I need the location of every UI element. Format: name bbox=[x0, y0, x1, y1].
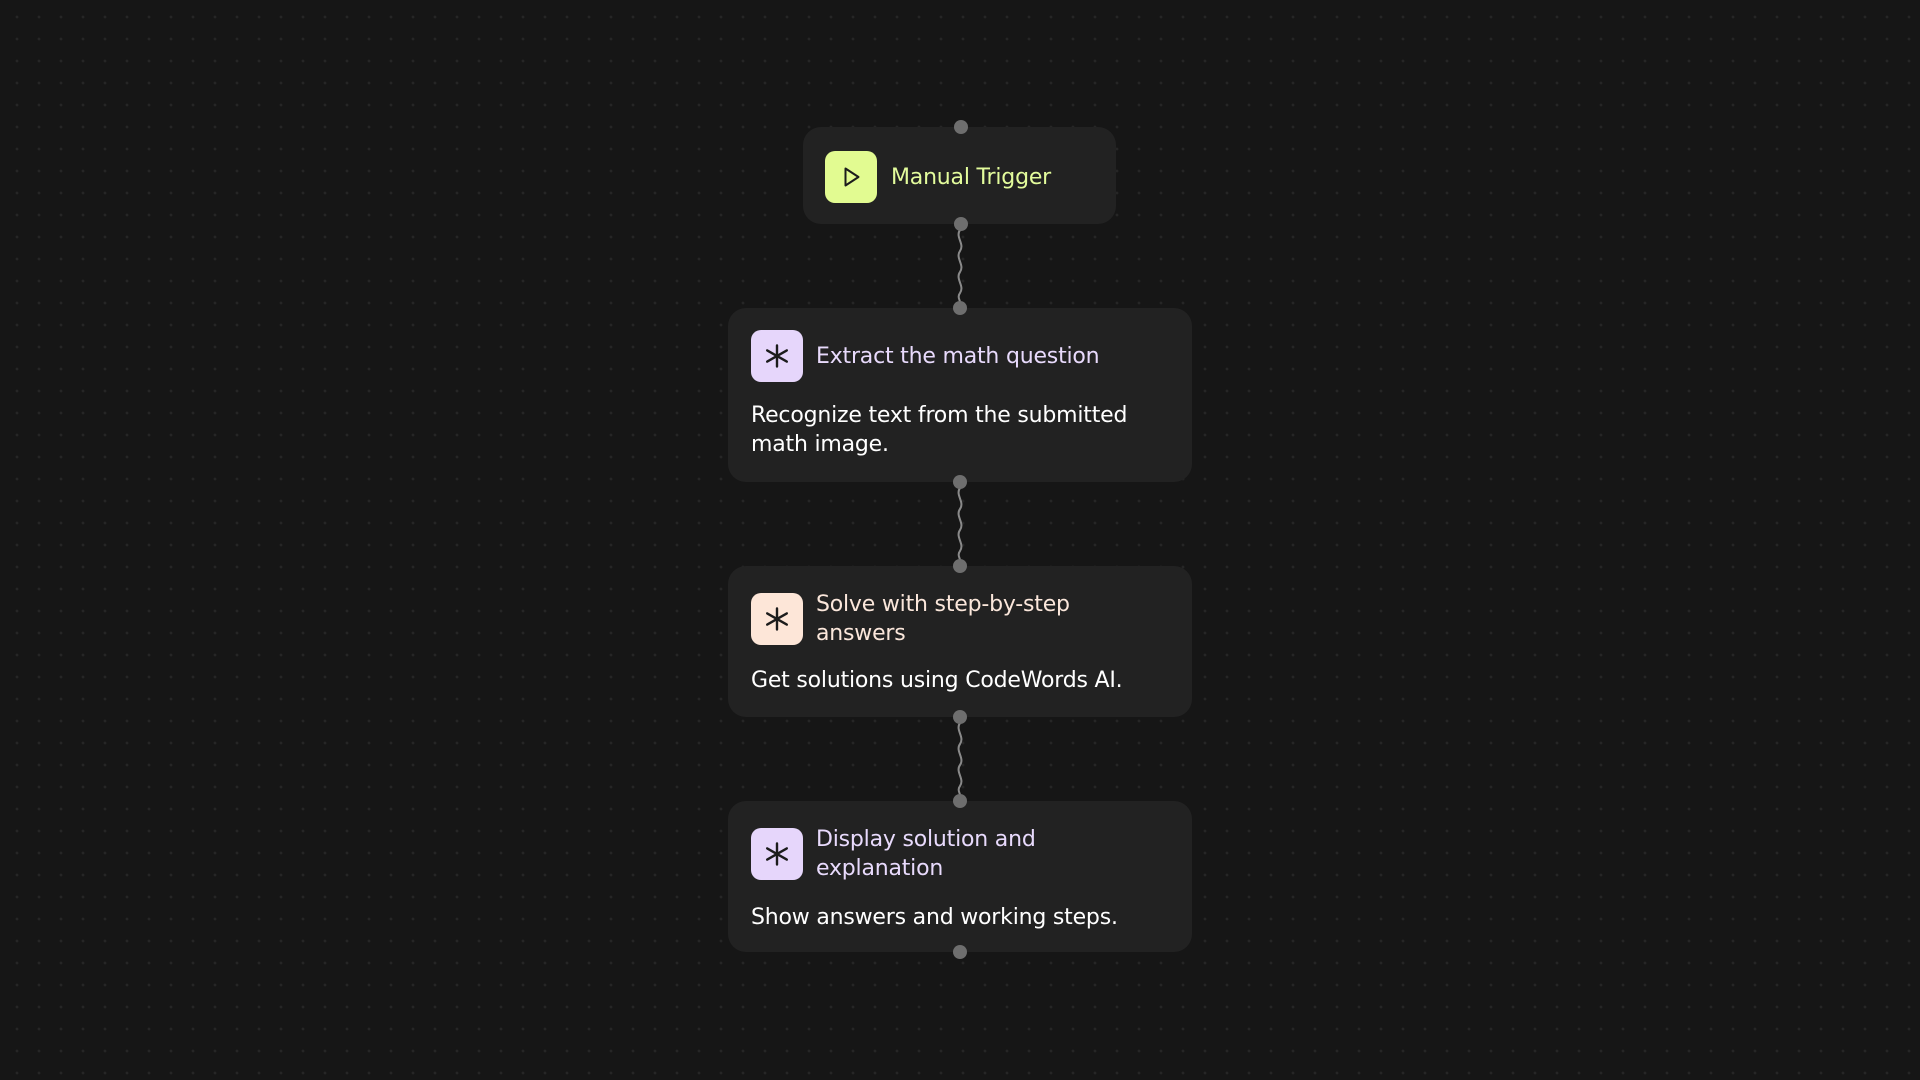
node-title: Display solution and explanation bbox=[816, 827, 1036, 881]
node-header: Solve with step-by-step answers bbox=[751, 590, 1172, 648]
node-description: Recognize text from the submitted math i… bbox=[751, 403, 1128, 457]
node-description: Get solutions using CodeWords AI. bbox=[751, 668, 1123, 693]
node-description: Show answers and working steps. bbox=[751, 905, 1118, 930]
output-port[interactable] bbox=[953, 475, 967, 489]
node-title: Manual Trigger bbox=[891, 164, 1052, 190]
asterisk-icon bbox=[751, 593, 803, 645]
connector-edge[interactable] bbox=[953, 719, 967, 799]
node-display-solution[interactable]: Display solution and explanation Show an… bbox=[728, 801, 1192, 952]
output-port[interactable] bbox=[954, 217, 968, 231]
node-header: Manual Trigger bbox=[825, 151, 1116, 203]
node-header: Display solution and explanation bbox=[751, 825, 1172, 883]
play-icon bbox=[825, 151, 877, 203]
node-solve-step-by-step[interactable]: Solve with step-by-step answers Get solu… bbox=[728, 566, 1192, 717]
node-manual-trigger[interactable]: Manual Trigger bbox=[803, 127, 1116, 224]
connector-edge[interactable] bbox=[953, 226, 967, 306]
node-extract-math-question[interactable]: Extract the math question Recognize text… bbox=[728, 308, 1192, 482]
asterisk-icon bbox=[751, 828, 803, 880]
node-title: Extract the math question bbox=[816, 343, 1100, 369]
connector-edge[interactable] bbox=[953, 484, 967, 564]
input-port[interactable] bbox=[953, 301, 967, 315]
input-port[interactable] bbox=[953, 794, 967, 808]
input-port[interactable] bbox=[954, 120, 968, 134]
output-port[interactable] bbox=[953, 710, 967, 724]
asterisk-icon bbox=[751, 330, 803, 382]
input-port[interactable] bbox=[953, 559, 967, 573]
output-port[interactable] bbox=[953, 945, 967, 959]
node-header: Extract the math question bbox=[751, 330, 1172, 382]
node-title: Solve with step-by-step answers bbox=[816, 592, 1070, 646]
